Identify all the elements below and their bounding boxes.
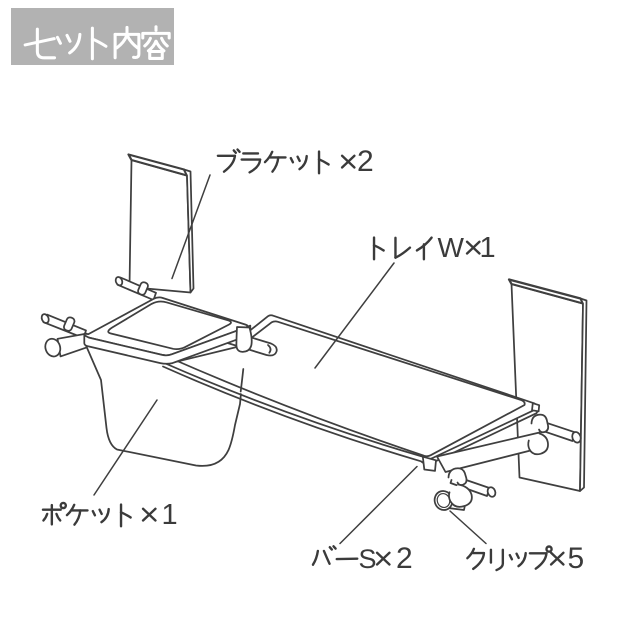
svg-text:1: 1	[162, 499, 178, 531]
svg-text:2: 2	[396, 542, 413, 575]
svg-text:2: 2	[357, 145, 374, 178]
svg-text:W: W	[438, 232, 465, 263]
svg-text:5: 5	[568, 542, 585, 575]
svg-text:1: 1	[480, 232, 496, 264]
svg-text:S: S	[359, 544, 377, 574]
